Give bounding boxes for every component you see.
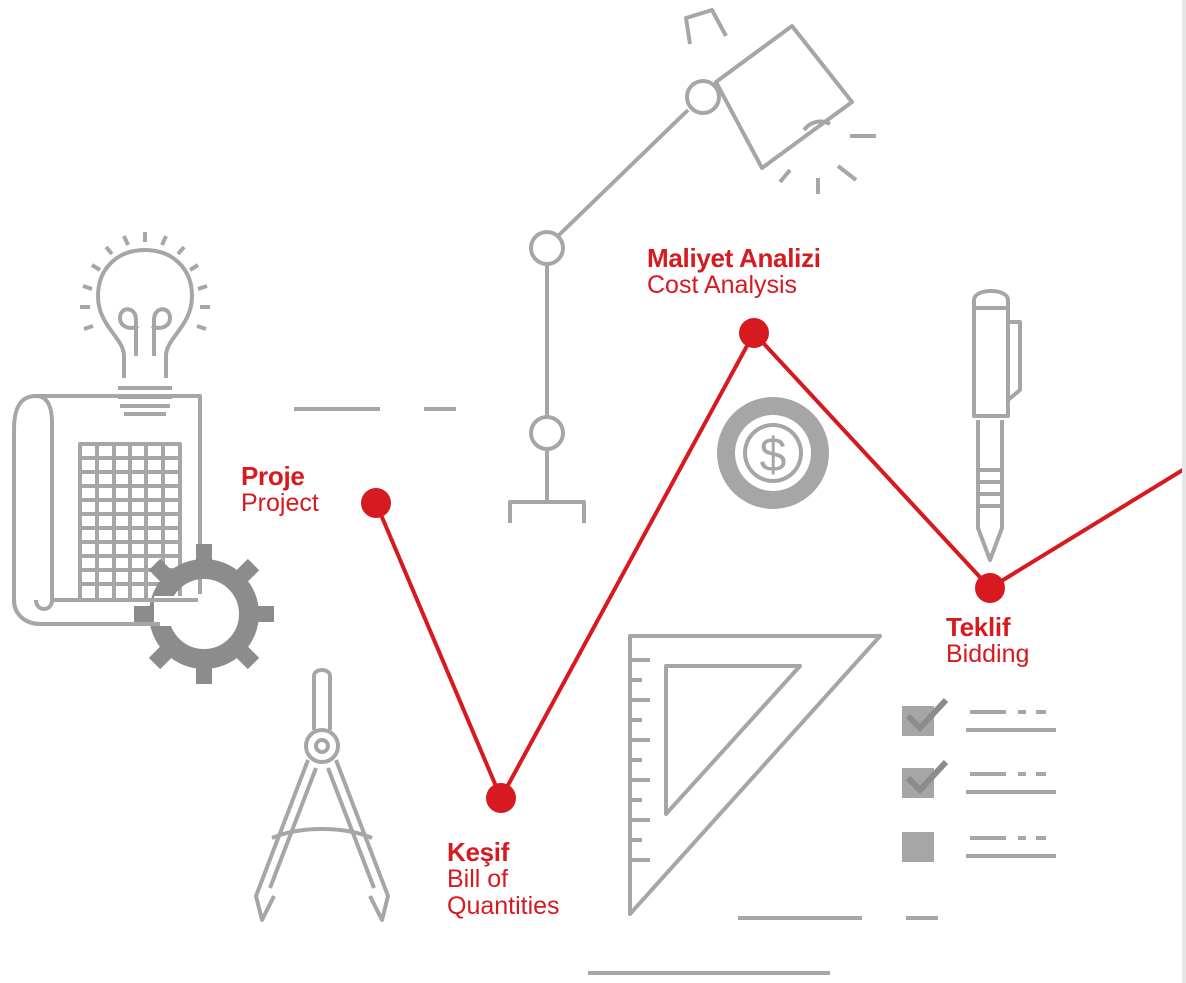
page-edge <box>1182 0 1186 983</box>
dollar-coin-icon: $ <box>717 397 829 509</box>
step-title-en-line2: Quantities <box>447 892 560 921</box>
step-node-teklif <box>975 573 1005 603</box>
step-title-tr: Proje <box>241 461 305 491</box>
step-node-maliyet <box>739 318 769 348</box>
pen-icon <box>972 289 1022 562</box>
lightbulb-icon <box>80 232 210 416</box>
step-title-en: Bidding <box>946 640 1030 669</box>
set-square-icon <box>628 634 882 916</box>
desk-lamp-icon <box>508 8 876 523</box>
step-title-en: Cost Analysis <box>647 271 798 300</box>
step-title-tr: Keşif <box>447 837 510 867</box>
step-node-kesif <box>486 783 516 813</box>
step-label-kesif: Keşif Bill of Quantities <box>447 838 560 920</box>
step-title-tr: Maliyet Analizi <box>647 243 821 273</box>
compass-icon <box>254 668 390 922</box>
process-path <box>361 318 1186 813</box>
step-label-maliyet: Maliyet Analizi Cost Analysis <box>647 244 821 299</box>
step-node-proje <box>361 488 391 518</box>
decorative-dashes <box>294 407 938 975</box>
step-title-en-line1: Bill of <box>447 865 509 894</box>
step-label-proje: Proje Project <box>241 462 319 517</box>
checklist-icon <box>966 710 1056 858</box>
step-title-en: Project <box>241 489 319 518</box>
step-title-tr: Teklif <box>946 612 1011 642</box>
checkboxes <box>902 697 949 862</box>
svg-text:$: $ <box>760 429 787 482</box>
step-label-teklif: Teklif Bidding <box>946 613 1029 668</box>
